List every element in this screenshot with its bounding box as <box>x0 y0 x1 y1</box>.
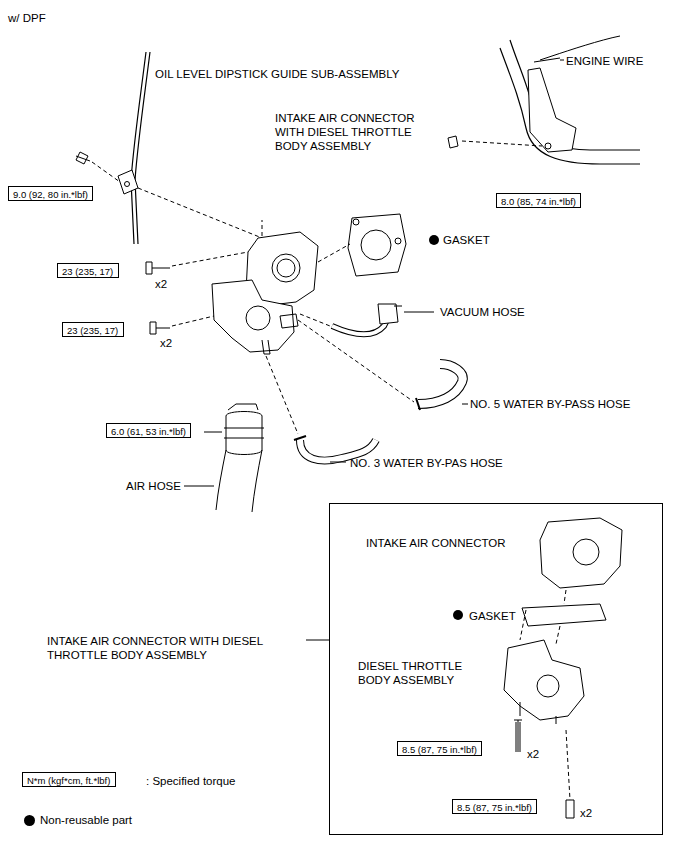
quantity: x2 <box>527 747 539 761</box>
vacuum-valve <box>378 304 398 324</box>
part-name: INTAKE AIR CONNECTOR WITH DIESEL THROTTL… <box>275 111 435 153</box>
gasket <box>348 214 406 276</box>
inset-panel: INTAKE AIR CONNECTOR WITH DIESEL THROTTL… <box>329 503 663 835</box>
legend-dot <box>24 815 35 826</box>
legend-text: : Specified torque <box>146 774 236 788</box>
torque-value: 23 (235, 17) <box>67 325 118 336</box>
torque-box: 8.5 (87, 75 in.*lbf) <box>452 799 537 814</box>
torque-value: 8.5 (87, 75 in.*lbf) <box>457 802 532 813</box>
part-name: AIR HOSE <box>126 479 181 493</box>
quantity: x2 <box>580 806 592 820</box>
part-name: INTAKE AIR CONNECTOR <box>366 536 566 550</box>
quantity: x2 <box>155 277 167 291</box>
bolt <box>514 720 522 752</box>
part-name: INTAKE AIR CONNECTOR WITH DIESEL THROTTL… <box>47 634 297 662</box>
quantity: x2 <box>160 336 172 350</box>
torque-box: 23 (235, 17) <box>57 263 119 278</box>
torque-value: 6.0 (61, 53 in.*lbf) <box>111 426 186 437</box>
inset-throttle-body <box>504 640 584 720</box>
torque-value: 9.0 (92, 80 in.*lbf) <box>13 189 88 200</box>
part-name: DIESEL THROTTLE BODY ASSEMBLY <box>358 659 488 687</box>
torque-box: 6.0 (61, 53 in.*lbf) <box>106 423 191 438</box>
torque-box: 8.0 (85, 74 in.*lbf) <box>496 193 581 208</box>
part-name: ENGINE WIRE <box>566 54 643 68</box>
torque-box: 9.0 (92, 80 in.*lbf) <box>8 186 93 201</box>
inset-gasket <box>522 604 606 626</box>
part-name: GASKET <box>469 609 569 623</box>
inset-intake-connector <box>540 518 622 588</box>
air-hose <box>226 412 262 455</box>
torque-value: 23 (235, 17) <box>62 266 113 277</box>
bolt <box>76 152 90 164</box>
torque-box: N*m (kgf*cm, ft.*lbf) <box>22 772 116 787</box>
torque-value: N*m (kgf*cm, ft.*lbf) <box>27 775 110 786</box>
legend-text: Non-reusable part <box>40 813 132 827</box>
torque-box: 23 (235, 17) <box>62 322 124 337</box>
torque-value: 8.0 (85, 74 in.*lbf) <box>501 196 576 207</box>
part-name: GASKET <box>443 233 490 247</box>
part-name: VACUUM HOSE <box>440 305 525 319</box>
part-name: OIL LEVEL DIPSTICK GUIDE SUB-ASSEMBLY <box>155 67 399 81</box>
torque-value: 8.5 (87, 75 in.*lbf) <box>402 744 477 755</box>
torque-box: 8.5 (87, 75 in.*lbf) <box>397 741 482 756</box>
part-name: w/ DPF <box>8 11 46 25</box>
part-name: NO. 5 WATER BY-PASS HOSE <box>470 397 630 411</box>
part-name: NO. 3 WATER BY-PAS HOSE <box>350 456 503 470</box>
